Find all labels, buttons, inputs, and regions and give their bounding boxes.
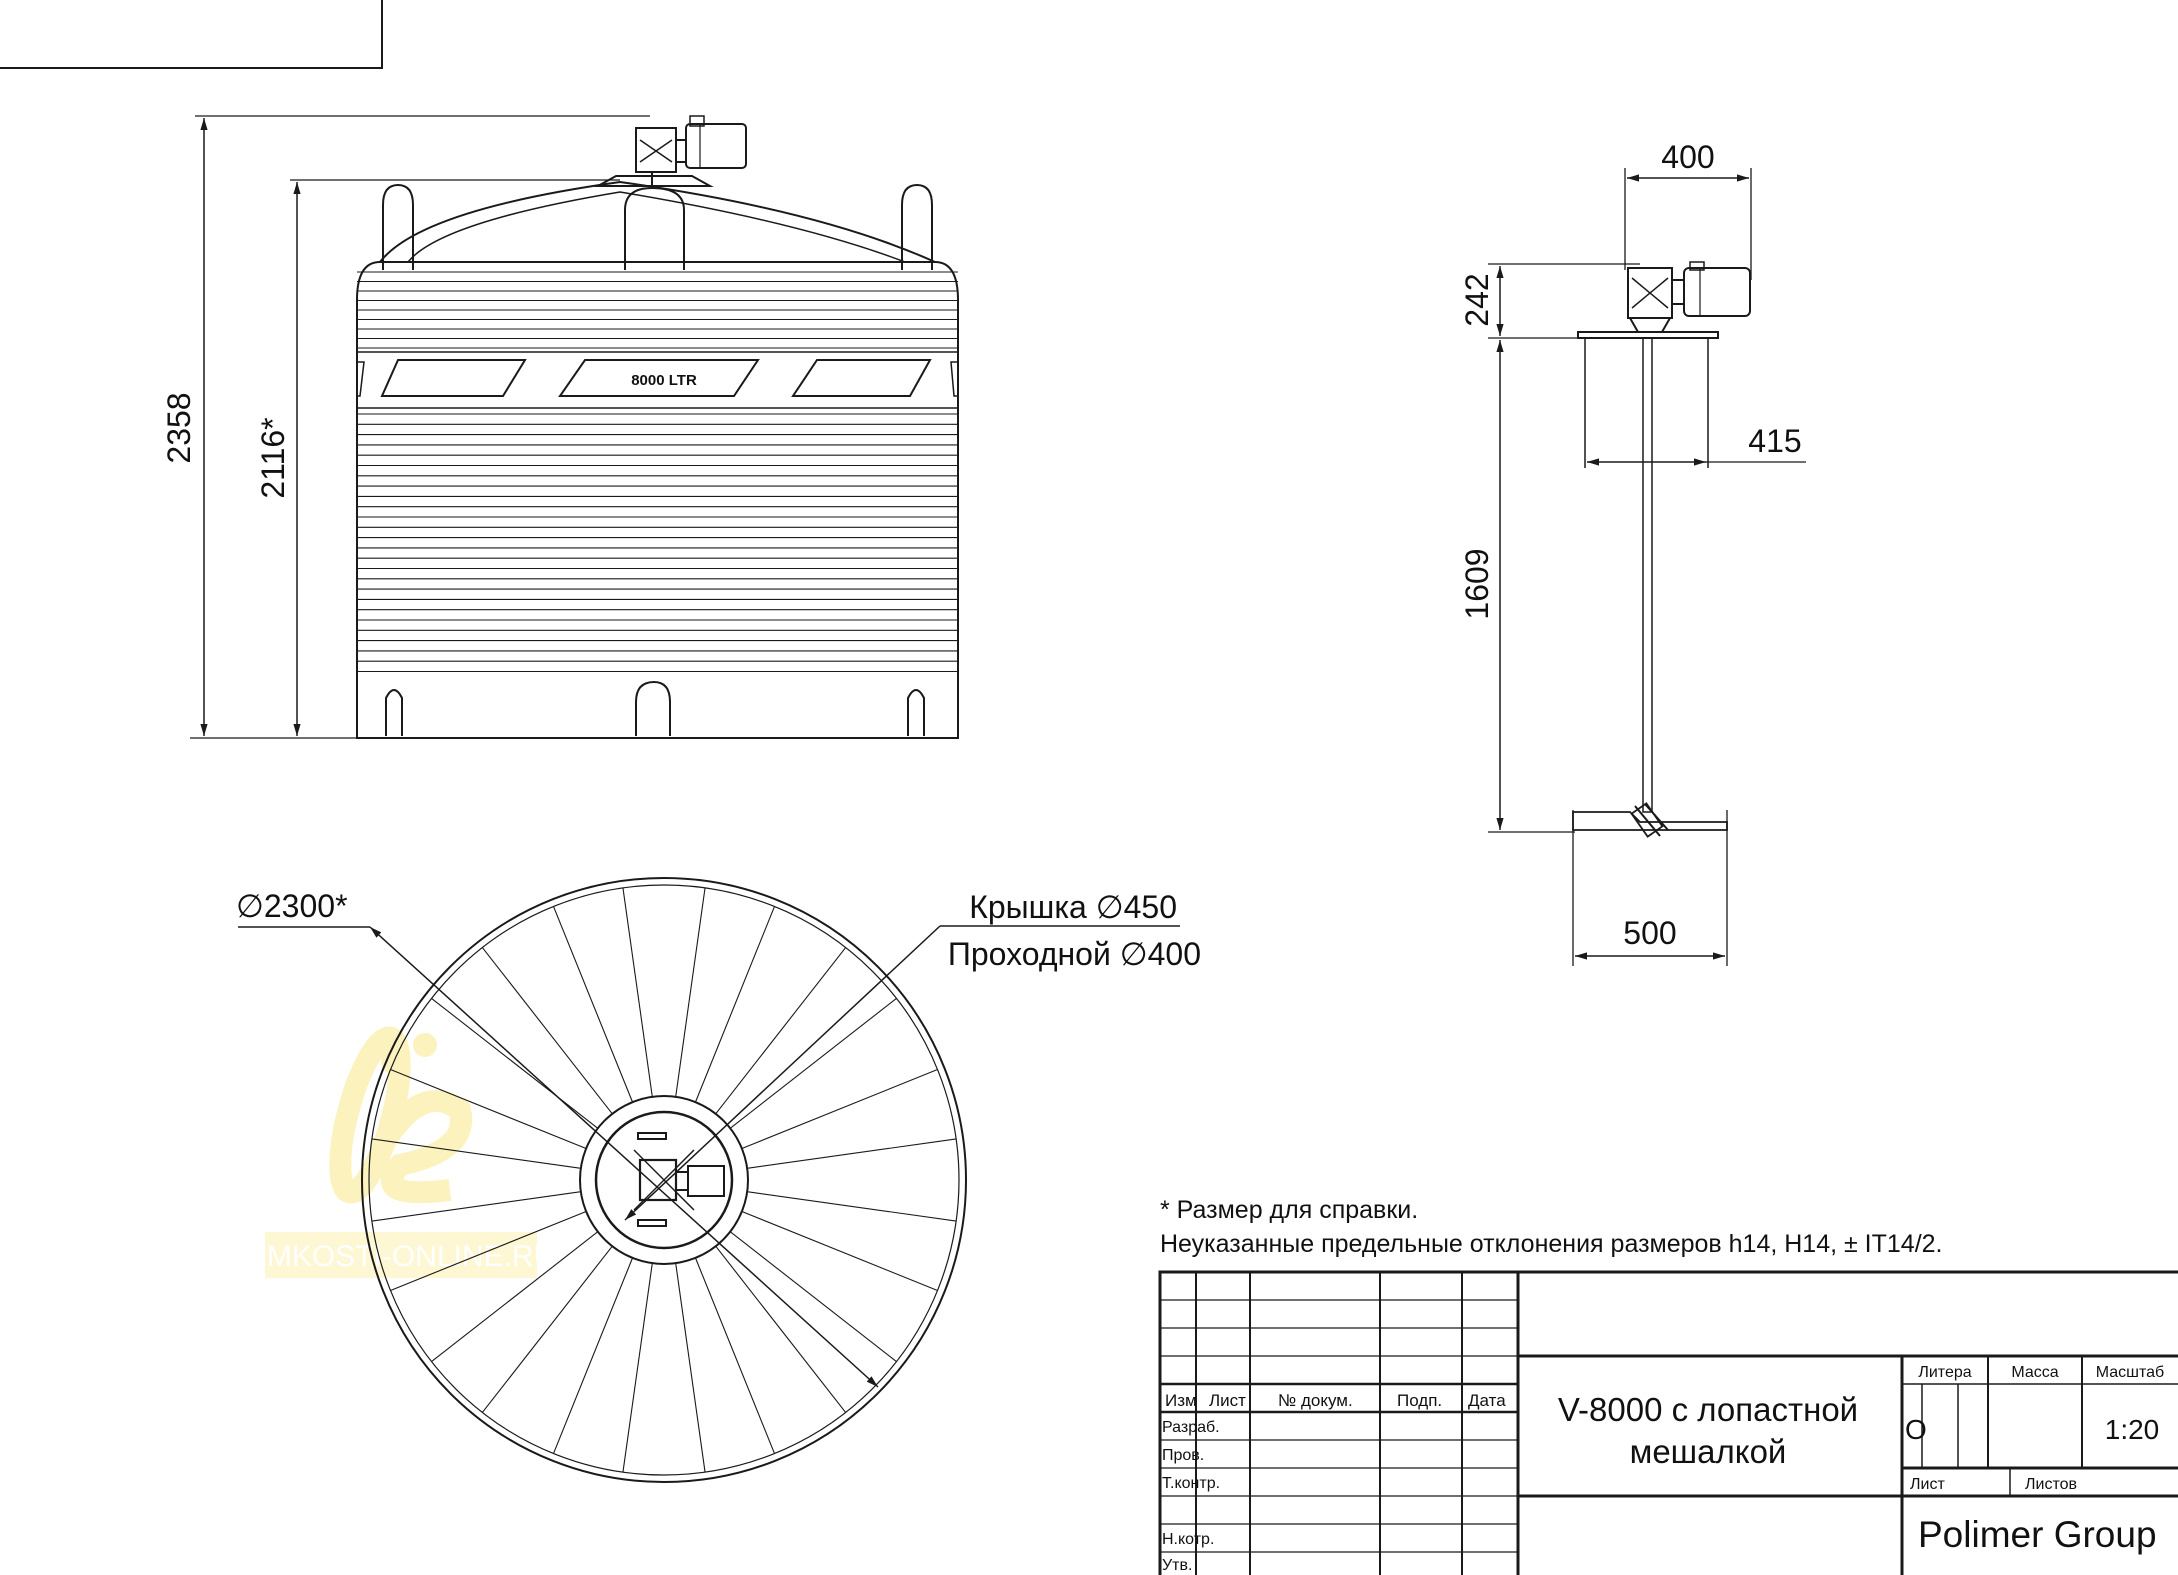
note-tolerance: Неуказанные предельные отклонения размер… bbox=[1160, 1230, 1943, 1258]
dim-passage: Проходной ∅400 bbox=[948, 936, 1201, 972]
tank-top-view: EMKOSTI-ONLINE.RU ∅2300* Крышка ∅450 Про… bbox=[236, 877, 1201, 1483]
dim-diameter: ∅2300* bbox=[236, 888, 348, 924]
tank-ribs-top bbox=[357, 271, 958, 349]
dim-line-diameter bbox=[369, 926, 879, 1388]
mixer-side-view: 400 242 415 1609 500 bbox=[1459, 139, 1806, 966]
tb-row-tkontr: Т.контр. bbox=[1162, 1475, 1220, 1492]
tb-col-doc: № докум. bbox=[1278, 1391, 1353, 1410]
tank-capacity-label: 8000 LTR bbox=[631, 372, 697, 389]
tb-row-razrab: Разраб. bbox=[1162, 1419, 1220, 1436]
dim-motor-height: 242 bbox=[1459, 273, 1495, 326]
tb-col-sign: Подп. bbox=[1397, 1391, 1442, 1410]
dim-shaft-flange: 415 bbox=[1748, 423, 1801, 459]
dim-shaft-length: 1609 bbox=[1459, 548, 1495, 619]
tb-litera-value: О bbox=[1905, 1414, 1927, 1445]
tb-sheets-label: Листов bbox=[2025, 1476, 2077, 1493]
tank-ribs-bottom bbox=[357, 413, 958, 673]
drawing-title-line2: мешалкой bbox=[1630, 1433, 1787, 1470]
tb-row-prov: Пров. bbox=[1162, 1447, 1204, 1464]
tb-scale-label: Масштаб bbox=[2096, 1364, 2164, 1381]
tb-row-nkontr: Н.котр. bbox=[1162, 1531, 1214, 1548]
dim-overall-height: 2358 bbox=[161, 392, 197, 463]
tb-col-date: Дата bbox=[1468, 1391, 1506, 1410]
dim-body-height: 2116* bbox=[255, 417, 291, 498]
drawing-title-line1: V-8000 с лопастной bbox=[1558, 1391, 1858, 1428]
tank-top-ribs bbox=[371, 887, 957, 1473]
watermark: EMKOSTI-ONLINE.RU bbox=[247, 1026, 555, 1278]
dim-impeller: 500 bbox=[1623, 915, 1676, 951]
tb-col-izm: Изм bbox=[1165, 1391, 1197, 1410]
dim-lid: Крышка ∅450 bbox=[969, 889, 1177, 925]
note-reference: * Размер для справки. bbox=[1160, 1196, 1418, 1224]
tank-front-view: 8000 LTR 2358 2116* bbox=[161, 115, 959, 739]
tb-col-list: Лист bbox=[1209, 1391, 1246, 1410]
tb-row-utv: Утв. bbox=[1162, 1557, 1192, 1574]
tb-mass-label: Масса bbox=[2011, 1364, 2058, 1381]
watermark-text: EMKOSTI-ONLINE.RU bbox=[247, 1240, 555, 1273]
company-name: Polimer Group bbox=[1918, 1514, 2157, 1555]
motor-top-front bbox=[635, 115, 747, 186]
tb-scale-value: 1:20 bbox=[2105, 1414, 2160, 1445]
dim-motor-width: 400 bbox=[1661, 139, 1714, 175]
title-block: Изм Лист № докум. Подп. Дата Разраб. Про… bbox=[1158, 1270, 2178, 1575]
frame-corner bbox=[0, 0, 383, 69]
tb-litera-label: Литера bbox=[1918, 1364, 1971, 1381]
tb-sheet-label: Лист bbox=[1910, 1476, 1945, 1493]
